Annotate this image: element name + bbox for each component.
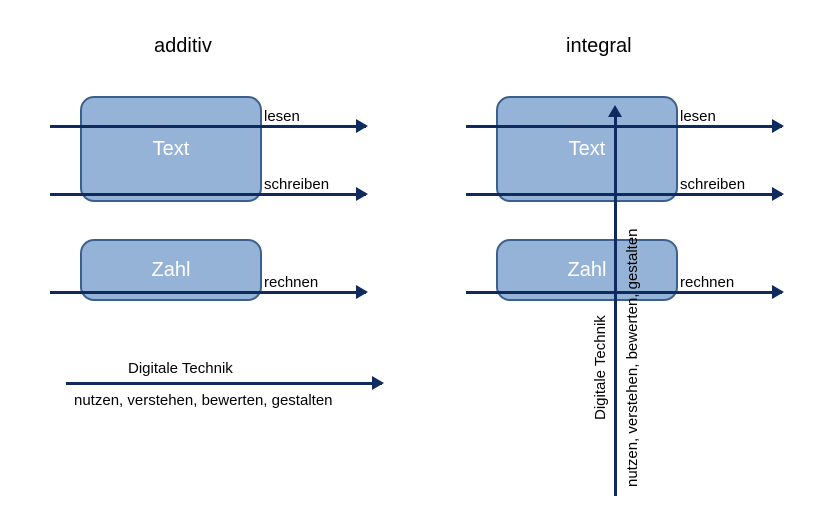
- lesen-label-integral: lesen: [680, 108, 716, 125]
- schreiben-arrow-integral: [466, 187, 784, 201]
- text-box-integral: Text: [496, 96, 678, 202]
- rechnen-arrow-additiv: [50, 285, 368, 299]
- lesen-arrow-additiv: [50, 119, 368, 133]
- digitale-technik-label-additiv: Digitale Technik: [128, 360, 233, 377]
- digitale-technik-arrow-additiv: [66, 376, 384, 390]
- rechnen-label-additiv: rechnen: [264, 274, 319, 291]
- schreiben-label-integral: schreiben: [680, 176, 746, 193]
- digitale-technik-sub-integral: nutzen, verstehen, bewerten, gestalten: [624, 228, 641, 487]
- zahl-box-additiv: Zahl: [80, 239, 262, 301]
- integral-title: integral: [566, 35, 632, 57]
- digitale-technik-label-integral: Digitale Technik: [592, 315, 609, 420]
- digitale-technik-arrow-integral: [608, 105, 622, 496]
- zahl-box-label: Zahl: [567, 258, 607, 281]
- rechnen-arrow-integral: [466, 285, 784, 299]
- schreiben-arrow-additiv: [50, 187, 368, 201]
- rechnen-label-integral: rechnen: [680, 274, 735, 291]
- lesen-label-additiv: lesen: [264, 108, 300, 125]
- additiv-title: additiv: [154, 35, 212, 57]
- zahl-box-integral: Zahl: [496, 239, 678, 301]
- text-box-additiv: Text: [80, 96, 262, 202]
- lesen-arrow-integral: [466, 119, 784, 133]
- text-box-label: Text: [568, 137, 606, 160]
- text-box-label: Text: [152, 137, 190, 160]
- digitale-technik-sub-additiv: nutzen, verstehen, bewerten, gestalten: [74, 392, 333, 409]
- zahl-box-label: Zahl: [151, 258, 191, 281]
- schreiben-label-additiv: schreiben: [264, 176, 330, 193]
